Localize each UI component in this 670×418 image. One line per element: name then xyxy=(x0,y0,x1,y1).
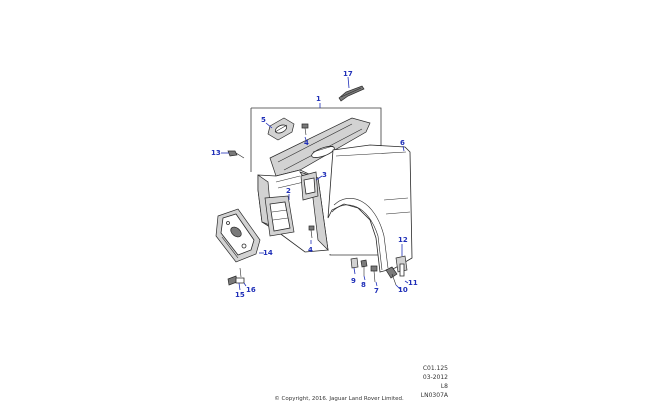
callout-14[interactable]: 14 xyxy=(263,249,273,257)
callout-3[interactable]: 3 xyxy=(322,171,327,179)
callout-2[interactable]: 2 xyxy=(286,187,291,195)
callout-15[interactable]: 15 xyxy=(235,291,245,299)
part-9-grommet xyxy=(350,257,359,269)
part-10-11-12-bracket-set xyxy=(385,255,408,286)
callout-9[interactable]: 9 xyxy=(351,277,356,285)
part-14-gasket-plate xyxy=(215,208,261,263)
part-13-clip xyxy=(227,150,245,159)
callout-11[interactable]: 11 xyxy=(408,279,418,287)
ref-code-4: LN0307A xyxy=(421,392,449,399)
callout-5[interactable]: 5 xyxy=(261,116,266,124)
callout-4-upper[interactable]: 4 xyxy=(304,139,309,147)
ref-code-3: L8 xyxy=(441,383,448,390)
part-15-16-fasteners xyxy=(227,267,245,286)
callout-13[interactable]: 13 xyxy=(211,149,221,157)
copyright-notice: © Copyright, 2016. Jaguar Land Rover Lim… xyxy=(274,395,404,402)
leader-lines xyxy=(221,76,409,291)
part-5-bracket-plate xyxy=(267,117,295,141)
ref-code-2: 03-2012 xyxy=(423,374,448,381)
callout-17[interactable]: 17 xyxy=(343,70,353,78)
callout-4-lower[interactable]: 4 xyxy=(308,246,313,254)
part-17-strip xyxy=(338,85,365,102)
callout-12[interactable]: 12 xyxy=(398,236,408,244)
callout-labels: 1 2 3 4 4 5 6 7 8 9 10 11 12 13 14 15 16… xyxy=(211,70,418,299)
callout-8[interactable]: 8 xyxy=(361,281,366,289)
callout-10[interactable]: 10 xyxy=(398,286,408,294)
part-4-screw-upper xyxy=(301,123,309,136)
callout-6[interactable]: 6 xyxy=(400,139,405,147)
part-7-bolt xyxy=(370,265,378,283)
ref-code-1: C01.125 xyxy=(423,365,448,372)
callout-7[interactable]: 7 xyxy=(374,287,379,295)
callout-1[interactable]: 1 xyxy=(316,95,321,103)
callout-16[interactable]: 16 xyxy=(246,286,256,294)
part-4-screw-lower xyxy=(308,225,315,239)
part-8-nut xyxy=(360,259,368,276)
part-6-outer-wing xyxy=(327,144,413,273)
reference-codes: C01.125 03-2012 L8 LN0307A xyxy=(421,365,449,399)
part-3-side-bracket xyxy=(300,171,319,201)
